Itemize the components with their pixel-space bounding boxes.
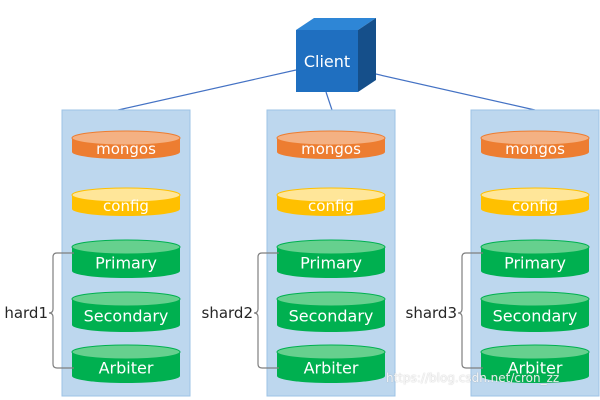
client-link-3 xyxy=(357,69,536,111)
arbiter-cylinder-label: Arbiter xyxy=(304,358,359,377)
secondary-cylinder-label: Secondary xyxy=(289,306,374,325)
primary-cylinder: Primary xyxy=(480,239,590,278)
replica-set-bracket xyxy=(457,252,483,369)
client-label: Client xyxy=(304,52,350,71)
config-cylinder: config xyxy=(480,187,590,216)
secondary-cylinder: Secondary xyxy=(276,291,386,332)
arbiter-cylinder: Arbiter xyxy=(71,344,181,383)
config-cylinder-label: config xyxy=(308,197,354,215)
client-link-1 xyxy=(117,69,297,111)
primary-cylinder: Primary xyxy=(71,239,181,278)
primary-cylinder-label: Primary xyxy=(504,253,566,272)
primary-cylinder-label: Primary xyxy=(300,253,362,272)
client-cube-face xyxy=(296,30,358,92)
mongos-cylinder-label: mongos xyxy=(505,140,565,158)
client-link-2 xyxy=(325,91,333,111)
replica-set-bracket xyxy=(48,252,74,369)
arbiter-cylinder-label: Arbiter xyxy=(508,358,563,377)
secondary-cylinder-label: Secondary xyxy=(84,306,169,325)
config-cylinder-label: config xyxy=(512,197,558,215)
shard-label: shard3 xyxy=(406,304,457,322)
arbiter-cylinder: Arbiter xyxy=(480,344,590,383)
primary-cylinder-label: Primary xyxy=(95,253,157,272)
mongos-cylinder: mongos xyxy=(276,130,386,159)
secondary-cylinder-label: Secondary xyxy=(493,306,578,325)
mongos-cylinder: mongos xyxy=(480,130,590,159)
shard-label: shard2 xyxy=(202,304,253,322)
client-cube-top xyxy=(296,18,376,30)
client-cube-side xyxy=(358,18,376,92)
secondary-cylinder: Secondary xyxy=(71,291,181,332)
arbiter-cylinder-label: Arbiter xyxy=(99,358,154,377)
mongos-cylinder: mongos xyxy=(71,130,181,159)
config-cylinder-label: config xyxy=(103,197,149,215)
config-cylinder: config xyxy=(276,187,386,216)
mongos-cylinder-label: mongos xyxy=(301,140,361,158)
shard-label: hard1 xyxy=(4,304,48,322)
replica-set-bracket xyxy=(253,252,279,369)
config-cylinder: config xyxy=(71,187,181,216)
watermark: https://blog.csdn.net/cron_zz xyxy=(386,371,560,385)
client-node: Client xyxy=(296,18,376,92)
secondary-cylinder: Secondary xyxy=(480,291,590,332)
arbiter-cylinder: Arbiter xyxy=(276,344,386,383)
mongos-cylinder-label: mongos xyxy=(96,140,156,158)
primary-cylinder: Primary xyxy=(276,239,386,278)
client-links xyxy=(117,69,536,111)
